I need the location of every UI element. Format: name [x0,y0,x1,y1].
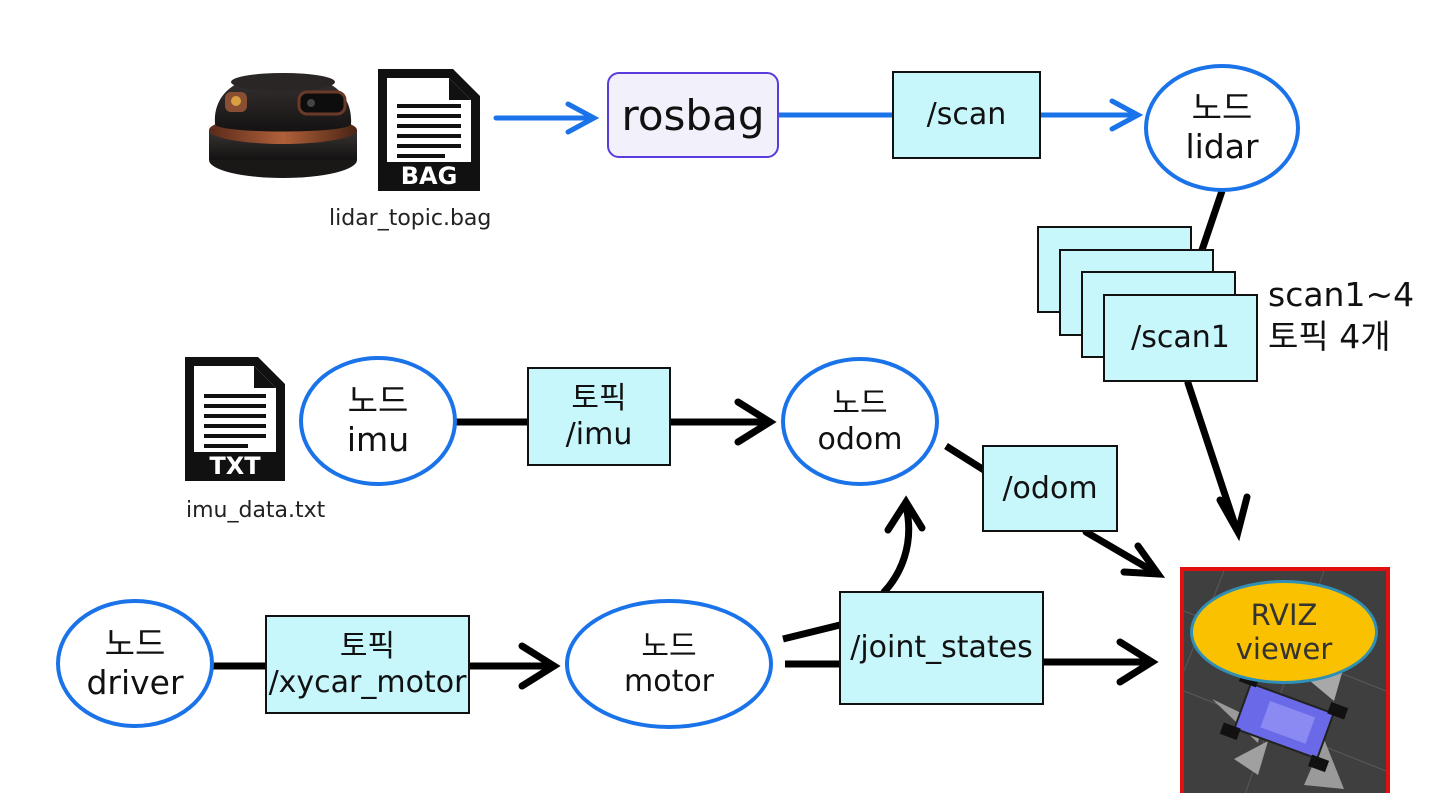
lidar-device-image [209,73,357,178]
bag-file-icon: BAG [378,69,480,191]
bag-file-caption: lidar_topic.bag [329,206,492,231]
arrow-odom-topic-to-rviz [1082,528,1166,578]
node-odom-name: odom [817,421,903,457]
node-imu-title: 노드 [347,381,409,421]
bag-file-label: BAG [401,162,458,190]
topic-scan1-label: /scan1 [1131,320,1230,355]
txt-file-label: TXT [209,452,261,480]
topic-imu: 토픽 /imu [527,367,671,466]
node-imu: 노드 imu [299,356,457,486]
scan-note-line1: scan1~4 [1268,275,1415,314]
node-motor-name: motor [623,664,715,699]
node-odom-title: 노드 [832,386,888,422]
arrow-scan-stack-to-rviz [1184,379,1251,542]
topic-odom: /odom [982,445,1118,532]
arrow-motor-topic-to-motor [465,642,561,690]
topic-scan1: /scan1 [1103,294,1258,382]
txt-file-caption: imu_data.txt [186,498,326,523]
topic-xycar-motor: 토픽 /xycar_motor [265,615,470,714]
node-driver: 노드 driver [56,599,214,728]
topic-xycar-motor-name: /xycar_motor [268,664,467,700]
scan-note-line2: 토픽 4개 [1268,317,1391,357]
node-motor: 노드 motor [565,599,773,729]
topic-joint-states-label: /joint_states [850,630,1033,665]
node-lidar-title: 노드 [1191,88,1253,128]
arrow-joint-states-to-rviz [1039,638,1159,686]
topic-xycar-motor-title: 토픽 [339,628,396,664]
arrow-bag-to-rosbag [493,101,600,135]
topic-scan-label: /scan [926,97,1007,132]
topic-imu-title: 토픽 [571,380,627,416]
rviz-viewer-label: RVIZ viewer [1190,580,1378,684]
node-lidar: 노드 lidar [1144,64,1300,192]
arrow-joint-states-to-odom [880,495,926,596]
line-lidar-to-scan-stack [1198,189,1226,252]
node-lidar-name: lidar [1185,127,1259,166]
node-driver-title: 노드 [104,623,166,663]
line-odom-node-to-topic [944,443,986,473]
txt-file-icon: TXT [185,357,285,481]
topic-scan: /scan [892,71,1041,159]
topic-joint-states: /joint_states [839,591,1044,705]
arrow-imu-topic-to-odom [666,398,777,446]
rviz-subtitle: viewer [1235,632,1333,666]
scan-topics-note: scan1~4 토픽 4개 [1268,274,1414,358]
line-motor-to-joint-states [782,621,841,668]
node-odom: 노드 odom [781,357,939,486]
node-driver-name: driver [86,662,184,702]
node-imu-name: imu [346,420,410,459]
topic-imu-name: /imu [565,416,633,452]
arrow-scan-to-lidar [1038,98,1144,132]
rviz-title: RVIZ [1250,597,1318,632]
node-motor-title: 노드 [641,628,697,664]
topic-odom-label: /odom [1002,470,1098,506]
rosbag-box: rosbag [607,72,779,158]
